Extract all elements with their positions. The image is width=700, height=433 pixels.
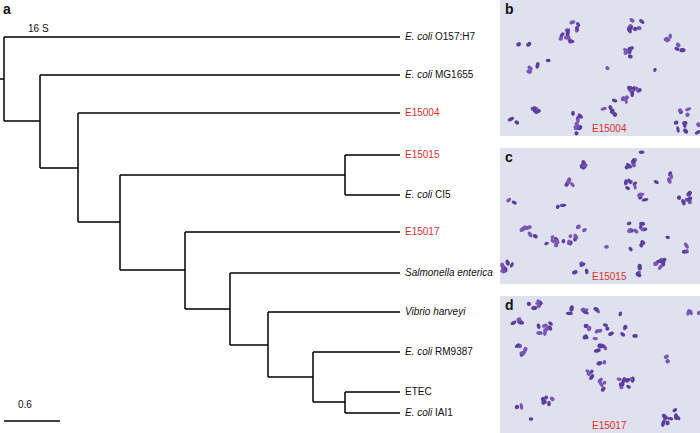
strain-label: E15015 [405, 149, 439, 161]
strain-caption: E15017 [590, 420, 628, 432]
micrograph-panel: dE15017 [500, 296, 700, 433]
taxon-label: E. coli CI5 [405, 189, 451, 201]
taxon-label: Vibrio harveyi [405, 306, 465, 318]
scale-bar [4, 420, 60, 422]
micrograph-panel: bE15004 [500, 0, 700, 136]
scale-value: 0.6 [18, 399, 32, 411]
panel-letter: d [503, 299, 516, 311]
taxon-label: E. coli RM9387 [405, 346, 473, 358]
stained-cells [500, 148, 700, 284]
tree-title: 16 S [28, 23, 49, 35]
taxon-label: E. coli MG1655 [405, 69, 473, 81]
strain-caption: E15015 [590, 271, 628, 283]
strain-label: E15017 [405, 226, 439, 238]
strain-caption: E15004 [590, 123, 628, 135]
taxon-label: ETEC [405, 386, 432, 398]
taxon-label: E. coli IAI1 [405, 407, 453, 419]
taxon-label: Salmonella enterica [405, 267, 493, 279]
panel-letter: b [503, 3, 516, 15]
panel-letter: c [503, 151, 515, 163]
panel-letter: a [3, 3, 11, 15]
micrograph-panel: cE15015 [500, 148, 700, 284]
taxon-label: E. coli O157:H7 [405, 31, 475, 43]
stained-cells [500, 296, 700, 433]
strain-label: E15004 [405, 107, 439, 119]
stained-cells [500, 0, 700, 136]
tree-branches [0, 37, 400, 413]
